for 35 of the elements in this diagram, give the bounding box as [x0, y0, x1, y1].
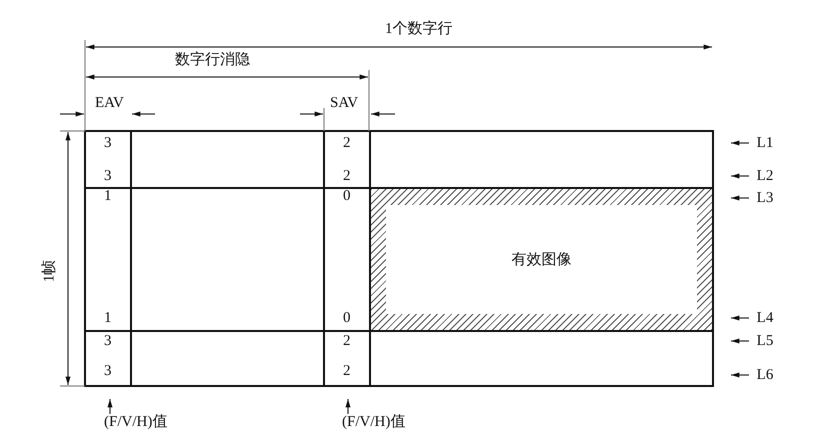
flag-value: 0	[343, 187, 350, 205]
flag-value: 3	[104, 332, 112, 350]
line-number: L5	[752, 332, 778, 350]
leader-line	[730, 372, 750, 378]
hatched-image-area	[371, 189, 712, 330]
flag-value: 3	[104, 134, 112, 152]
flag-value: 1	[104, 187, 112, 205]
span-title: 1个数字行	[385, 20, 452, 38]
line-number: L3	[752, 189, 778, 207]
flag-value: 3	[104, 167, 112, 185]
dimension-text: 1帧	[40, 260, 58, 282]
line-number: L4	[752, 309, 778, 327]
flag-value: 2	[343, 332, 350, 350]
area-label: 有效图像	[512, 250, 572, 268]
value-note: (F/V/H)值	[342, 413, 422, 433]
line-number: L1	[752, 134, 778, 152]
leader-line	[730, 174, 750, 178]
line-number: L6	[752, 366, 778, 384]
flag-value: 2	[343, 362, 350, 380]
line-number: L2	[752, 167, 778, 185]
leader-line	[730, 338, 750, 344]
flag-value: 0	[343, 309, 350, 327]
leader-line	[730, 316, 750, 320]
leader-line	[730, 140, 750, 146]
span-title: EAV	[95, 94, 124, 112]
value-note: (F/V/H)值	[104, 413, 184, 433]
leader-line	[730, 196, 750, 200]
flag-value: 2	[343, 134, 350, 152]
flag-value: 1	[104, 309, 112, 327]
span-title: 数字行消隐	[175, 51, 250, 69]
flag-value: 3	[104, 362, 112, 380]
leader-line	[346, 398, 350, 414]
leader-line	[108, 398, 112, 414]
span-title: SAV	[330, 94, 358, 112]
flag-value: 2	[343, 167, 350, 185]
